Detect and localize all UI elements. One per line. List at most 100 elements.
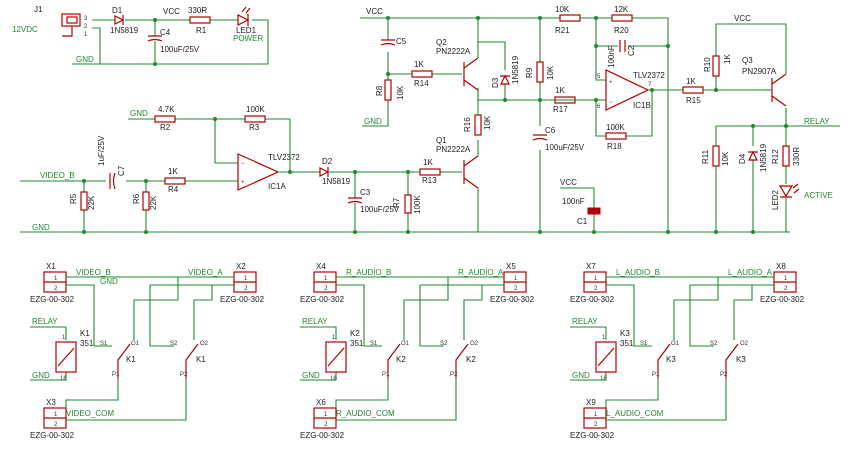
svg-text:R18: R18 xyxy=(607,142,622,151)
svg-text:C2: C2 xyxy=(627,45,636,56)
svg-text:C6: C6 xyxy=(545,126,556,135)
s2-label: S2 xyxy=(710,341,718,347)
svg-text:R21: R21 xyxy=(555,26,570,35)
relay-net-label: RELAY xyxy=(804,117,830,126)
r16-resistor xyxy=(474,114,482,136)
j1-jack xyxy=(61,13,81,27)
relay-pin-1: 1 xyxy=(332,335,336,341)
svg-text:5: 5 xyxy=(597,74,601,80)
r8-resistor xyxy=(384,79,392,101)
r4-resistor xyxy=(164,177,186,185)
connector-part: EZG-00-302 xyxy=(300,295,345,304)
o1-label: O1 xyxy=(131,341,140,347)
svg-text:Q2: Q2 xyxy=(436,38,447,47)
svg-text:R10: R10 xyxy=(703,57,712,72)
relay-coil-icon xyxy=(595,341,617,373)
connector-ref: X7 xyxy=(586,262,596,271)
svg-text:10K: 10K xyxy=(396,85,405,100)
connector-pin-1: 1 xyxy=(324,412,328,418)
switch-1-ref: K3 xyxy=(666,355,676,364)
svg-text:330R: 330R xyxy=(792,147,801,166)
d1-diode xyxy=(114,15,125,25)
relay-channels: 12X1EZG-00-30212X2EZG-00-30212X3EZG-00-3… xyxy=(30,262,805,440)
connector-ref: X5 xyxy=(506,262,516,271)
relay-value: 351 xyxy=(350,339,364,348)
r21-resistor xyxy=(559,14,581,22)
svg-text:100uF/25V: 100uF/25V xyxy=(160,45,200,54)
svg-text:1K: 1K xyxy=(423,158,433,167)
connector-ref: X3 xyxy=(46,398,56,407)
r15-resistor xyxy=(682,86,704,94)
svg-text:3: 3 xyxy=(84,16,88,22)
svg-text:1K: 1K xyxy=(168,167,178,176)
svg-text:1N5819: 1N5819 xyxy=(322,177,351,186)
q3-transistor-icon xyxy=(771,73,787,107)
r5-resistor xyxy=(80,191,88,211)
svg-text:C7: C7 xyxy=(117,165,126,176)
connector-pin-2: 2 xyxy=(324,422,328,428)
channel-wires xyxy=(300,276,504,421)
p2-label: P2 xyxy=(720,372,728,378)
svg-text:100K: 100K xyxy=(246,105,265,114)
connector-pin-2: 2 xyxy=(784,286,788,292)
svg-text:VCC: VCC xyxy=(560,178,577,187)
r14-resistor xyxy=(411,70,433,78)
svg-text:Q1: Q1 xyxy=(436,136,447,145)
svg-text:4.7K: 4.7K xyxy=(158,105,175,114)
d4-diode xyxy=(748,150,758,161)
svg-text:IC1A: IC1A xyxy=(268,182,286,191)
svg-text:1: 1 xyxy=(84,32,88,38)
relay-coil-net-label: RELAY xyxy=(32,317,58,326)
relay-coil-icon xyxy=(325,341,347,373)
connector-pin-1: 1 xyxy=(784,276,788,282)
svg-text:R5: R5 xyxy=(69,193,78,204)
svg-text:LED1: LED1 xyxy=(236,26,257,35)
c2-capacitor xyxy=(619,40,626,52)
r20-resistor xyxy=(611,14,633,22)
relay-driver-section: VCC R10 1K Q3 PN2907A RELAY R11 10K D4 1… xyxy=(701,14,840,234)
svg-text:IC1B: IC1B xyxy=(633,101,651,110)
led1-icon xyxy=(237,14,250,26)
svg-text:C5: C5 xyxy=(396,37,407,46)
c1-capacitor xyxy=(587,207,601,215)
svg-text:100nF: 100nF xyxy=(607,45,616,68)
connector-pin-1: 1 xyxy=(594,276,598,282)
switch-contact-1-icon xyxy=(387,343,401,378)
svg-text:10K: 10K xyxy=(555,5,570,14)
video-b-input-label: VIDEO_B xyxy=(40,171,75,180)
led2-icon xyxy=(778,185,794,198)
svg-text:22K: 22K xyxy=(87,195,96,210)
svg-text:100uF/25V: 100uF/25V xyxy=(360,205,400,214)
svg-text:1N5819: 1N5819 xyxy=(511,55,520,84)
switch-contact-1-icon xyxy=(657,343,671,378)
svg-text:R7: R7 xyxy=(392,197,401,208)
connector-part: EZG-00-302 xyxy=(300,431,345,440)
net-com-label: L_AUDIO_COM xyxy=(606,409,664,418)
connector-ref: X4 xyxy=(316,262,326,271)
power-gnd-label: GND xyxy=(76,55,94,64)
d2-diode xyxy=(319,167,330,177)
svg-text:D1: D1 xyxy=(112,6,123,15)
net-a-label: VIDEO_A xyxy=(188,268,223,277)
svg-text:−: − xyxy=(241,161,245,167)
svg-text:R12: R12 xyxy=(771,149,780,164)
connector-part: EZG-00-302 xyxy=(570,295,615,304)
connector-pin-2: 2 xyxy=(514,286,518,292)
relay-pin-16: 16 xyxy=(330,376,337,382)
net-a-label: R_AUDIO_A xyxy=(458,268,504,277)
input-section: GND VIDEO_B 1uF/25V C7 R5 22K R6 22K 1K … xyxy=(20,105,790,234)
relay-ref: K2 xyxy=(350,329,360,338)
r18-resistor xyxy=(605,132,627,140)
svg-text:R8: R8 xyxy=(375,85,384,96)
svg-text:1uF/25V: 1uF/25V xyxy=(97,135,106,166)
connector-pin-1: 1 xyxy=(594,412,598,418)
j1-label: J1 xyxy=(34,5,43,14)
switch-1-ref: K1 xyxy=(126,355,136,364)
svg-text:1K: 1K xyxy=(555,86,565,95)
relay-value: 351 xyxy=(620,339,634,348)
switch-contact-2-icon xyxy=(455,343,469,378)
o2-label: O2 xyxy=(740,341,749,347)
net-b-label: L_AUDIO_B xyxy=(616,268,660,277)
d3-diode xyxy=(500,74,510,85)
